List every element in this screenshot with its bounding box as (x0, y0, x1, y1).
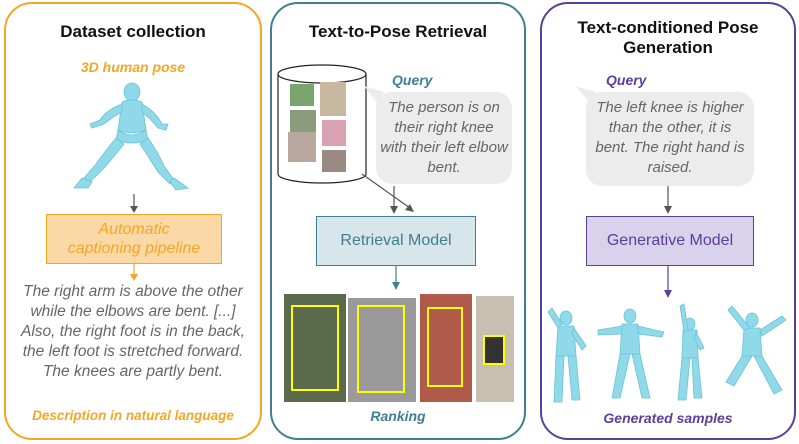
arrow-database-to-retrieval-model (390, 186, 398, 214)
description-label: Description in natural language (32, 408, 234, 423)
retrieval-model-box: Retrieval Model (316, 216, 476, 266)
generation-query-label: Query (606, 72, 647, 88)
human-pose-figure (73, 82, 190, 191)
arrow-query-to-generative-model (664, 186, 672, 214)
retrieval-query-label: Query (392, 72, 433, 88)
arrow-model-to-ranking (392, 266, 400, 290)
arrow-model-to-samples (664, 266, 672, 298)
arrow-pose-to-pipeline (130, 194, 138, 213)
image-database-icon (277, 64, 367, 184)
arrow-query-to-retrieval-model (361, 173, 414, 212)
ranked-images (284, 294, 514, 402)
dataset-collection-panel: Dataset collection 3D human pose Automat… (4, 2, 262, 440)
caption-description: The right arm is above the other while t… (20, 283, 245, 380)
generation-bubble-tail (576, 86, 596, 104)
retrieval-query-bubble: The person is on their right knee with t… (376, 92, 512, 184)
pose-label: 3D human pose (80, 59, 186, 75)
retrieval-panel: Text-to-Pose Retrieval Query The person … (270, 2, 526, 440)
dataset-collection-title: Dataset collection (60, 22, 206, 41)
captioning-pipeline-box: Automatic captioning pipeline (46, 214, 222, 264)
generated-pose-samples (547, 303, 787, 403)
generative-model-box: Generative Model (586, 216, 754, 266)
generated-samples-label: Generated samples (603, 410, 733, 426)
arrow-pipeline-to-description (130, 264, 138, 281)
retrieval-bubble-tail (364, 86, 384, 104)
generation-panel: Text-conditioned Pose Generation Query T… (540, 2, 796, 440)
generation-query-bubble: The left knee is higher than the other, … (586, 92, 754, 186)
ranking-label: Ranking (370, 408, 426, 424)
retrieval-title: Text-to-Pose Retrieval (308, 22, 488, 41)
generation-title: Text-conditioned Pose Generation (577, 18, 759, 57)
